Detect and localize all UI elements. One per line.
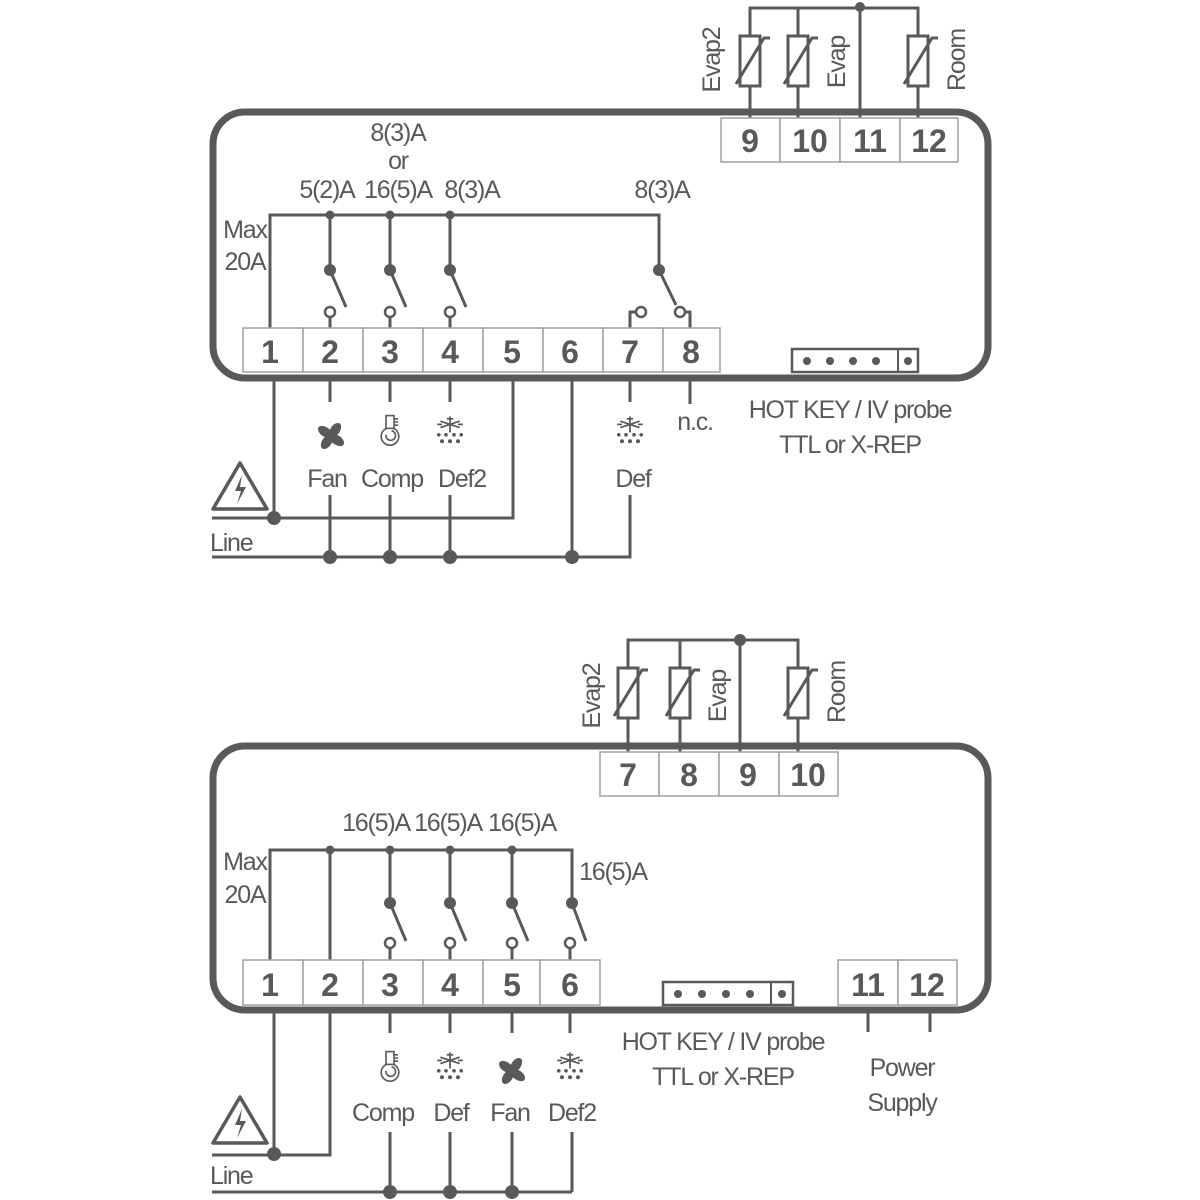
rating-terminal-5: 16(5)A — [488, 809, 557, 837]
load-label-def: Def — [615, 465, 652, 493]
controller-housing — [209, 108, 992, 382]
terminal-1: 1 — [261, 967, 279, 1003]
probe-room-resistor — [902, 34, 938, 88]
load-label-fan: Fan — [490, 1099, 530, 1127]
max-current-value: 20A — [225, 881, 267, 909]
defrost-icon — [556, 1051, 584, 1081]
line-label: Line — [210, 529, 253, 557]
terminal-3: 3 — [381, 967, 399, 1003]
power-terminal-block: 11 12 — [837, 959, 958, 1006]
hotkey-label-line2: TTL or X-REP — [779, 431, 921, 459]
terminal-5: 5 — [503, 967, 521, 1003]
line-label: Line — [210, 1162, 253, 1190]
load-label-def2: Def2 — [438, 465, 486, 493]
terminal-12: 12 — [911, 123, 947, 159]
relay-wiring — [268, 845, 588, 960]
rating-terminal-3-line3: 16(5)A — [364, 176, 433, 204]
rating-terminal-4: 16(5)A — [414, 809, 483, 837]
compressor-icon — [380, 1050, 400, 1082]
max-current-label: Max — [223, 216, 268, 244]
terminal-7: 7 — [619, 757, 637, 793]
probe-wiring: Evap2 Evap Room — [578, 634, 851, 752]
terminal-2: 2 — [321, 967, 339, 1003]
rating-terminal-3-line1: 8(3)A — [370, 119, 427, 147]
high-voltage-warning-icon — [211, 461, 269, 511]
max-current-value: 20A — [225, 248, 267, 276]
hotkey-label-line1: HOT KEY / IV probe — [622, 1028, 825, 1056]
defrost-icon — [436, 415, 464, 445]
main-terminal-block: 1 2 3 4 5 6 — [242, 959, 601, 1006]
terminal-5: 5 — [503, 334, 521, 370]
compressor-icon — [380, 414, 400, 447]
probe-terminal-block: 9 10 11 12 — [720, 117, 959, 163]
terminal-11: 11 — [853, 123, 887, 159]
diagram-top: Evap2 Evap Room 9 10 11 12 Max 20A 5(2)A… — [209, 2, 992, 564]
terminal-9: 9 — [741, 123, 759, 159]
probe-room-resistor — [782, 666, 818, 720]
terminal-6: 6 — [561, 334, 579, 370]
fan-icon — [315, 420, 347, 452]
probe-label-evap: Evap — [823, 36, 851, 88]
load-label-comp: Comp — [352, 1099, 414, 1127]
fan-icon — [496, 1055, 528, 1087]
probe-label-room: Room — [823, 661, 851, 723]
defrost-icon — [436, 1051, 464, 1081]
hotkey-label-line1: HOT KEY / IV probe — [749, 396, 952, 424]
main-terminal-block: 1 2 3 4 5 6 7 8 — [242, 327, 721, 373]
high-voltage-warning-icon — [211, 1095, 269, 1145]
rating-terminal-3: 16(5)A — [342, 809, 411, 837]
probe-evap-resistor — [782, 34, 818, 88]
controller-housing — [209, 742, 992, 1014]
rating-terminal-4: 8(3)A — [444, 176, 501, 204]
load-wiring — [212, 1010, 574, 1199]
hotkey-label-line2: TTL or X-REP — [652, 1063, 794, 1091]
diagram-bottom: Evap2 Evap Room 7 8 9 10 Max 20A 16(5)A … — [209, 634, 992, 1199]
terminal-11: 11 — [851, 967, 885, 1003]
relay-wiring — [268, 210, 692, 328]
rating-terminal-3-line2: or — [388, 147, 409, 175]
load-label-def2: Def2 — [548, 1099, 596, 1127]
terminal-8: 8 — [680, 757, 698, 793]
terminal-4: 4 — [441, 334, 459, 370]
probe-evap-resistor — [664, 666, 700, 720]
terminal-4: 4 — [441, 967, 459, 1003]
probe-label-evap: Evap — [704, 670, 732, 722]
max-current-label: Max — [223, 848, 268, 876]
load-label-fan: Fan — [307, 465, 347, 493]
probe-evap2-resistor — [734, 34, 770, 88]
load-label-def: Def — [433, 1099, 470, 1127]
rating-terminal-2: 5(2)A — [299, 176, 356, 204]
probe-label-evap2: Evap2 — [698, 27, 726, 92]
hotkey-connector — [790, 347, 920, 374]
probe-evap2-resistor — [612, 666, 648, 720]
power-leads — [866, 1010, 932, 1032]
power-supply-label-line2: Supply — [867, 1089, 938, 1117]
load-wiring — [212, 378, 692, 564]
probe-label-evap2: Evap2 — [578, 663, 606, 728]
power-supply-label-line1: Power — [870, 1054, 936, 1082]
terminal-10: 10 — [792, 123, 828, 159]
terminal-2: 2 — [321, 334, 339, 370]
terminal-8: 8 — [682, 334, 700, 370]
terminal-3: 3 — [381, 334, 399, 370]
defrost-icon — [616, 415, 644, 445]
terminal-6: 6 — [561, 967, 579, 1003]
hotkey-connector — [661, 980, 795, 1007]
probe-terminal-block: 7 8 9 10 — [599, 751, 839, 797]
probe-label-room: Room — [943, 29, 971, 91]
terminal-7: 7 — [621, 334, 639, 370]
terminal-1: 1 — [261, 334, 279, 370]
terminal-10: 10 — [790, 757, 826, 793]
not-connected-label: n.c. — [677, 408, 713, 436]
load-label-comp: Comp — [361, 465, 423, 493]
rating-terminal-7-8: 8(3)A — [634, 176, 691, 204]
terminal-9: 9 — [739, 757, 757, 793]
probe-wiring: Evap2 Evap Room — [698, 2, 971, 118]
terminal-12: 12 — [909, 967, 945, 1003]
rating-terminal-6: 16(5)A — [579, 858, 648, 886]
